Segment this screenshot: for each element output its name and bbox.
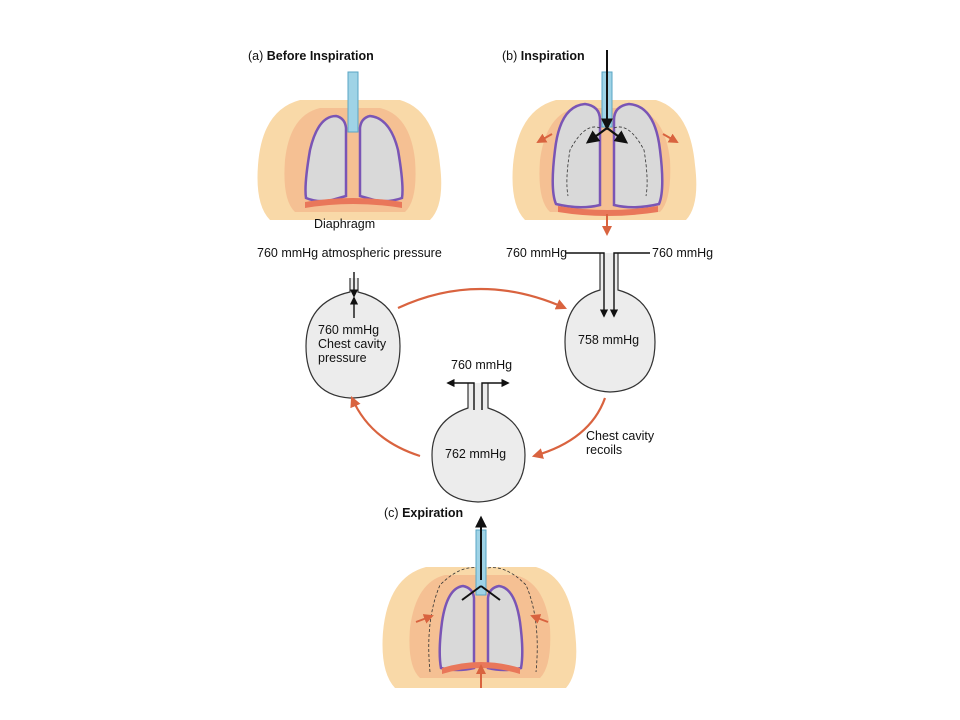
- flask-chest-760: [305, 272, 401, 399]
- cycle-arrow-to-rest: [350, 395, 421, 458]
- diaphragm: [558, 206, 658, 216]
- torso-inspiration: [512, 50, 697, 236]
- expiration-inside-pressure: 762 mmHg: [445, 447, 507, 461]
- chest-pressure-760-line2: Chest cavity: [318, 337, 387, 351]
- chest-recoil-right-arrow: [530, 614, 549, 624]
- panel-a-letter: (a): [248, 49, 264, 63]
- air-in-left-arrow: [566, 252, 609, 318]
- chest-pressure-760-line1: 760 mmHg: [318, 323, 380, 337]
- diaphragm: [305, 198, 402, 208]
- panel-b-title: (b) Inspiration: [502, 49, 585, 63]
- chest-expand-left-arrow: [536, 133, 553, 143]
- chest-recoil-left-arrow: [415, 614, 434, 624]
- panel-a-title-text: Before Inspiration: [266, 49, 374, 63]
- branch-right-in: [480, 585, 501, 601]
- right-lung: [612, 102, 664, 209]
- panel-a-title: (a) Before Inspiration: [248, 49, 374, 63]
- torso-before-inspiration: [257, 71, 442, 220]
- panel-c-title-text: Expiration: [402, 506, 464, 520]
- lung-before-outline: [428, 567, 538, 673]
- flask-body: [564, 253, 656, 393]
- inspiration-right-pressure: 760 mmHg: [652, 246, 714, 260]
- cycle-arrow-to-expiration: [531, 397, 607, 459]
- air-out-right-arrow: [481, 378, 510, 410]
- branch-left-in: [461, 585, 482, 601]
- torso-expiration: [382, 515, 577, 688]
- left-lung: [551, 102, 602, 209]
- panel-b-title-text: Inspiration: [520, 49, 585, 63]
- inspiration-left-pressure: 760 mmHg: [506, 246, 568, 260]
- recoil-label-line1: Chest cavity: [586, 429, 655, 443]
- lung-before-outline: [566, 126, 648, 197]
- panel-c-letter: (c): [384, 506, 399, 520]
- branch-left-arrow: [585, 127, 608, 144]
- branch-right-arrow: [606, 127, 629, 144]
- trachea: [347, 71, 359, 133]
- chest-pressure-760-line3: pressure: [318, 351, 367, 365]
- air-out-left-arrow: [446, 378, 475, 410]
- flask-body: [431, 383, 526, 503]
- expiration-top-pressure: 760 mmHg: [451, 358, 513, 372]
- panel-b-letter: (b): [502, 49, 518, 63]
- panel-c-title: (c) Expiration: [384, 506, 463, 520]
- recoil-label-line2: recoils: [586, 443, 623, 457]
- chest-expand-right-arrow: [662, 133, 679, 143]
- diaphragm-label: Diaphragm: [314, 217, 376, 231]
- cycle-arrow-to-inspiration: [397, 287, 568, 310]
- inspiration-inside-pressure: 758 mmHg: [578, 333, 640, 347]
- flask-body: [305, 278, 401, 399]
- flask-expiration-762: [431, 378, 526, 503]
- air-in-right-arrow: [609, 252, 650, 318]
- atmospheric-pressure-label: 760 mmHg atmospheric pressure: [257, 246, 442, 260]
- flask-inspiration-758: [564, 252, 656, 393]
